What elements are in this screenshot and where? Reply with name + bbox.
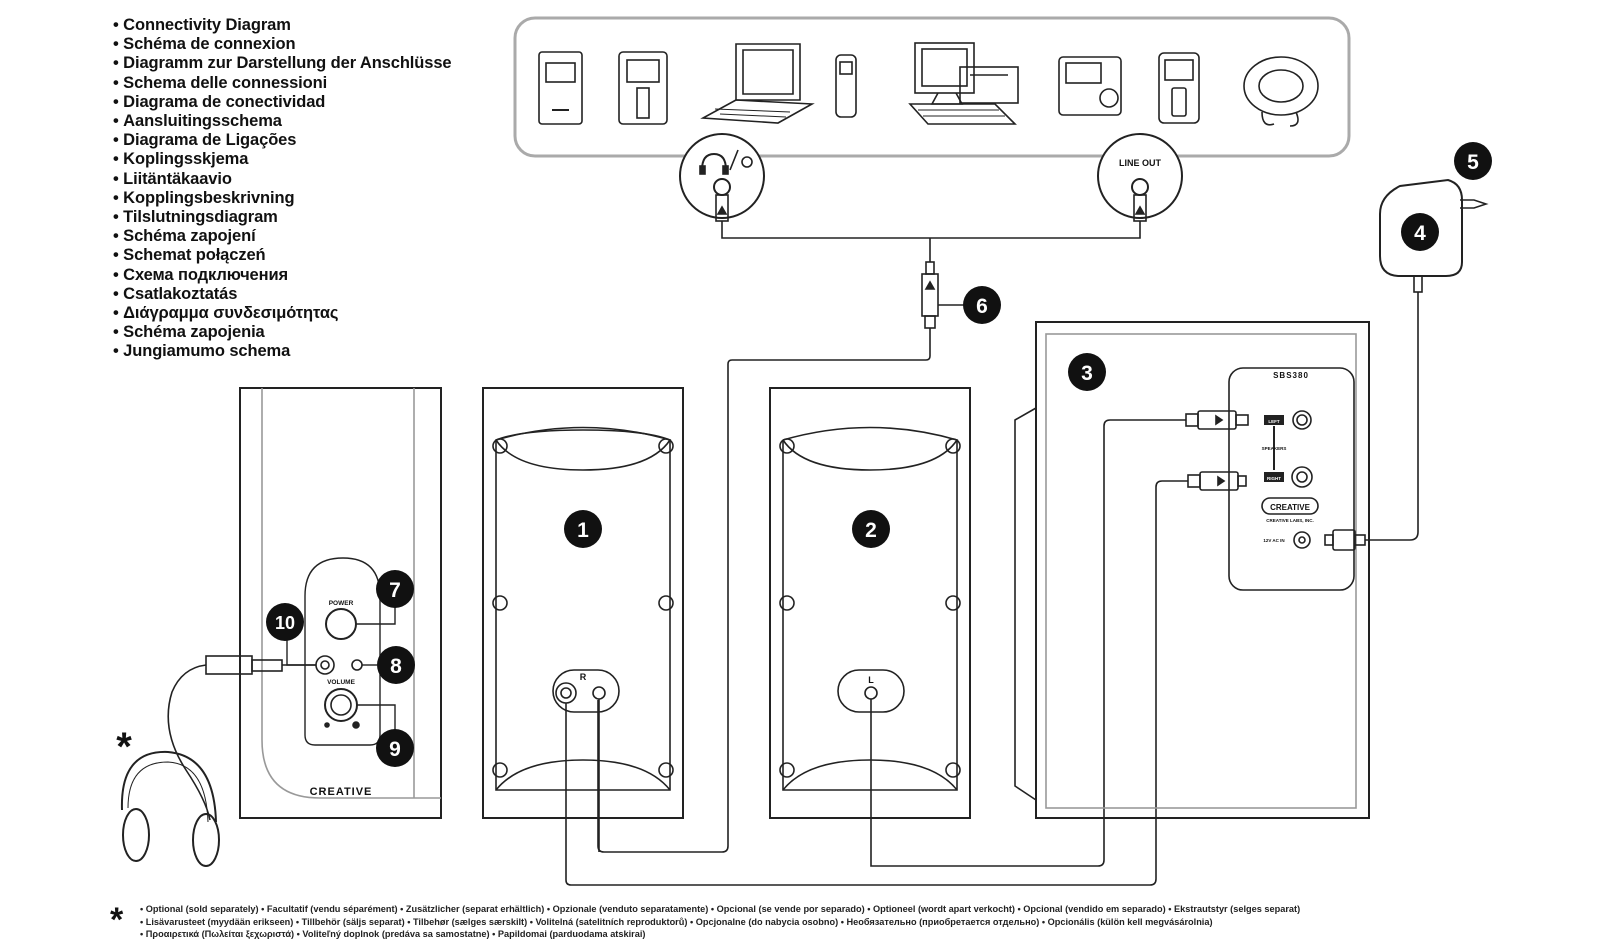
callout-3: 3 (1068, 353, 1106, 391)
power-button[interactable] (325, 608, 357, 640)
rca-plug-right (1187, 471, 1247, 491)
callout-10: 10 (266, 603, 316, 666)
footnote: • Optional (sold separately) • Facultati… (140, 903, 1580, 941)
callout-4: 4 (1401, 213, 1439, 251)
title-item: Kopplingsbeskrivning (113, 189, 452, 208)
callout-6: 6 (938, 286, 1001, 324)
line-out-label: LINE OUT (1119, 158, 1162, 168)
dc-in-label: 12V AC IN (1263, 538, 1284, 543)
media-player-icon (835, 54, 857, 118)
media-player-icon (618, 51, 668, 125)
dc-plug (1324, 529, 1366, 551)
title-item: Схема подключения (113, 266, 452, 285)
svg-text:4: 4 (1414, 222, 1426, 245)
callout-8: 8 (362, 646, 415, 684)
front-satellite-speaker (239, 387, 442, 819)
title-item: Schéma zapojení (113, 227, 452, 246)
title-item: Diagrama de conectividad (113, 93, 452, 112)
svg-text:6: 6 (976, 295, 988, 318)
satellite-speaker-left (769, 387, 971, 819)
cd-player-icon (1058, 56, 1122, 116)
footnote-line: • Optional (sold separately) • Facultati… (140, 904, 1301, 914)
title-item: Aansluitingsschema (113, 112, 452, 131)
svg-text:10: 10 (275, 613, 295, 633)
dc-in-jack (1293, 531, 1311, 549)
source-devices-panel (513, 16, 1351, 158)
speaker-l-label: L (868, 675, 874, 685)
callout-5: 5 (1454, 142, 1492, 180)
subwoofer (1014, 321, 1370, 819)
power-label: POWER (329, 600, 354, 607)
subwoofer-model-label: SBS380 (1273, 371, 1309, 380)
title-item: Koplingsskjema (113, 150, 452, 169)
callout-7: 7 (356, 570, 414, 625)
diagram-title-list: Connectivity Diagram Schéma de connexion… (113, 16, 452, 362)
title-item: Schemat połączeń (113, 246, 452, 265)
title-item: Schéma de connexion (113, 35, 452, 54)
svg-text:3: 3 (1081, 362, 1093, 385)
power-led (351, 659, 363, 671)
title-item: Liitäntäkaavio (113, 170, 452, 189)
laptop-icon (700, 43, 815, 124)
power-adapter-icon (1379, 178, 1489, 293)
footnote-line: • Lisävarusteet (myydään erikseen) • Til… (140, 916, 1213, 927)
svg-text:7: 7 (389, 579, 401, 602)
right-output-label: RIGHT (1267, 476, 1281, 481)
title-item: Csatlakoztatás (113, 285, 452, 304)
callout-9: 9 (357, 704, 414, 767)
media-player-icon (1158, 52, 1200, 124)
left-speaker-jack (1292, 410, 1312, 430)
desktop-computer-icon (908, 42, 1019, 125)
headphone-jack-circle (679, 133, 765, 219)
speakers-label: SPEAKERS (1262, 446, 1287, 451)
callout-2: 2 (852, 510, 890, 548)
title-item: Διάγραμμα συνδεσιμότητας (113, 304, 452, 323)
callout-1: 1 (564, 510, 602, 548)
rca-plug-left (1185, 410, 1249, 430)
footnote-asterisk: * (110, 901, 124, 939)
cd-player-icon (1243, 56, 1319, 127)
creative-logo-front: CREATIVE (310, 786, 373, 798)
svg-text:1: 1 (577, 519, 589, 542)
satellite-speaker-right (482, 387, 684, 819)
headphones-icon (120, 750, 220, 867)
volume-label: VOLUME (327, 679, 355, 686)
speaker-r-label: R (580, 672, 587, 682)
line-out-jack-circle (1097, 133, 1183, 219)
headphone-icon (699, 149, 753, 175)
title-item: Jungiamumo schema (113, 342, 452, 361)
title-item: Schema delle connessioni (113, 74, 452, 93)
svg-text:2: 2 (865, 519, 877, 542)
creative-logo-sub: CREATIVE (1270, 503, 1311, 512)
svg-text:8: 8 (390, 655, 402, 678)
title-item: Schéma zapojenia (113, 323, 452, 342)
title-item: Diagrama de Ligações (113, 131, 452, 150)
svg-text:9: 9 (389, 738, 401, 761)
svg-text:5: 5 (1467, 151, 1479, 174)
title-item: Tilslutningsdiagram (113, 208, 452, 227)
title-item: Diagramm zur Darstellung der Anschlüsse (113, 54, 451, 73)
volume-knob[interactable] (324, 688, 358, 722)
media-player-icon (538, 51, 583, 125)
creative-labs-label: CREATIVE LABS, INC. (1266, 518, 1313, 523)
right-speaker-jack (1291, 466, 1313, 488)
optional-asterisk: * (116, 725, 132, 769)
headphone-jack[interactable] (315, 655, 335, 675)
title-item: Connectivity Diagram (113, 16, 452, 35)
left-output-label: LEFT (1268, 419, 1279, 424)
stereo-plug-6 (921, 261, 939, 329)
footnote-line: • Προαιρετικά (Πωλείται ξεχωριστά) • Vol… (140, 929, 646, 939)
